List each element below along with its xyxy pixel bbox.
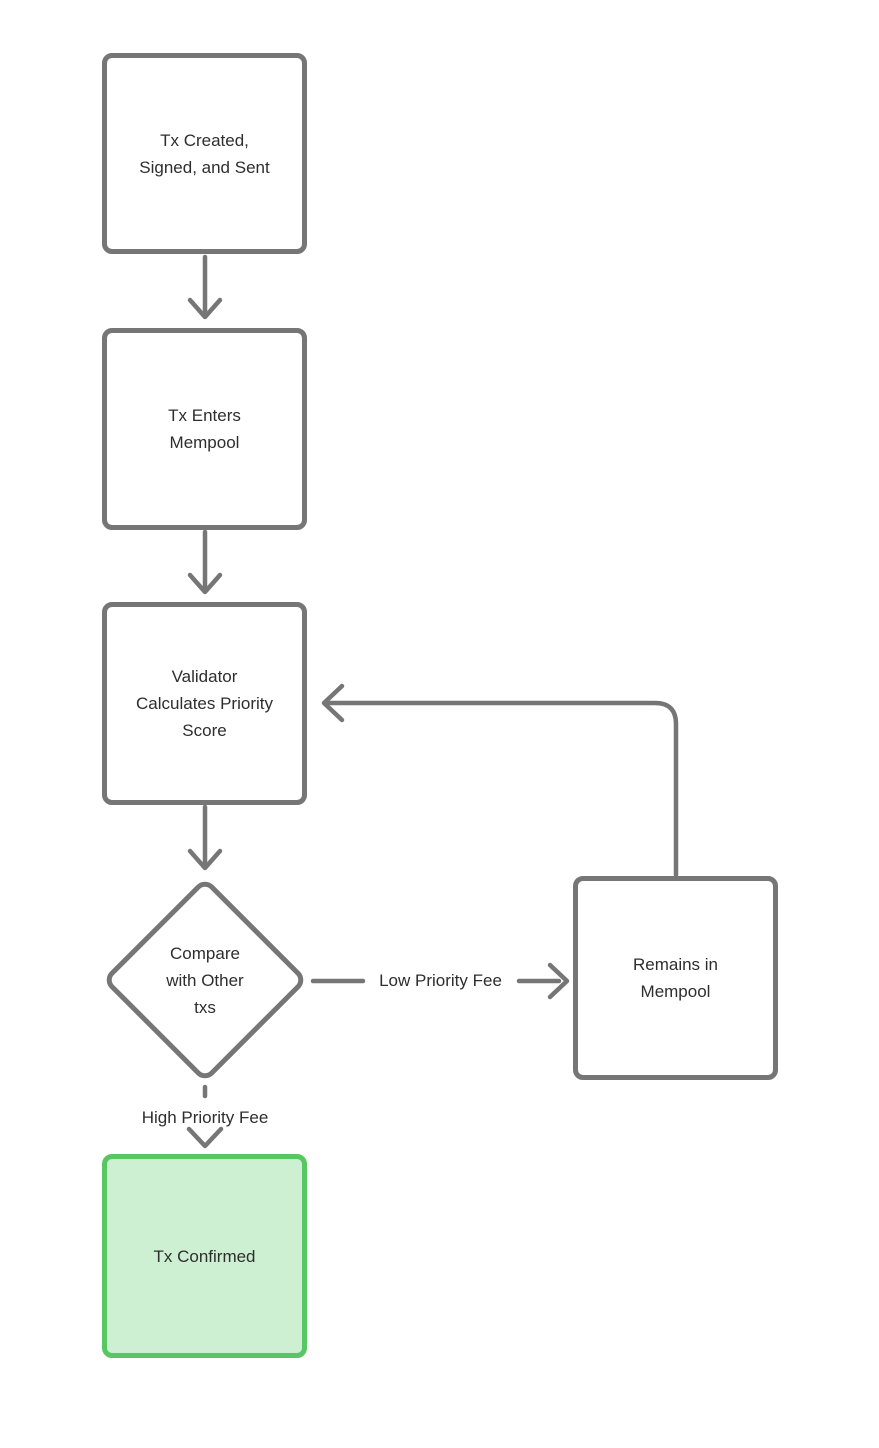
edge-label-low-priority-fee: Low Priority Fee xyxy=(379,971,502,990)
edge-label-high-priority-fee: High Priority Fee xyxy=(141,1108,269,1127)
decision-compare-line-2: with Other xyxy=(166,970,244,990)
node-validator-calculates-line-2: Calculates Priority xyxy=(136,694,273,713)
node-remains-in-mempool: Remains in Mempool xyxy=(573,876,778,1080)
arrow-enters-to-validator-head xyxy=(187,572,223,595)
node-validator-calculates-line-1: Validator xyxy=(171,667,238,686)
arrow-high-priority-head xyxy=(186,1126,224,1149)
node-tx-confirmed-line-1: Tx Confirmed xyxy=(153,1246,256,1266)
node-tx-enters-mempool-line-1: Tx Enters xyxy=(168,406,241,425)
node-validator-calculates-line-3: Score xyxy=(182,721,227,740)
node-tx-created-line-1: Tx Created, xyxy=(160,130,249,150)
arrow-created-to-enters-head xyxy=(187,297,223,320)
node-tx-confirmed: Tx Confirmed xyxy=(102,1154,307,1358)
arrow-low-priority-head xyxy=(547,962,570,1000)
decision-compare-label: Compare with Other txs xyxy=(122,897,288,1063)
node-tx-enters-mempool-line-2: Mempool xyxy=(169,433,240,452)
node-tx-created-line-2: Signed, and Sent xyxy=(139,157,270,177)
node-remains-in-mempool-line-1: Remains in xyxy=(632,955,719,974)
arrow-remains-to-validator-head xyxy=(321,683,345,723)
arrow-remains-to-validator-line xyxy=(322,700,679,878)
decision-compare-line-1: Compare xyxy=(170,943,240,963)
node-remains-in-mempool-line-2: Mempool xyxy=(640,982,711,1001)
decision-compare-line-3: txs xyxy=(194,997,216,1017)
arrow-validator-to-compare-head xyxy=(187,848,223,871)
node-tx-created: Tx Created, Signed, and Sent xyxy=(102,53,307,254)
node-validator-calculates: Validator Calculates Priority Score xyxy=(102,602,307,805)
node-tx-enters-mempool: Tx Enters Mempool xyxy=(102,328,307,530)
